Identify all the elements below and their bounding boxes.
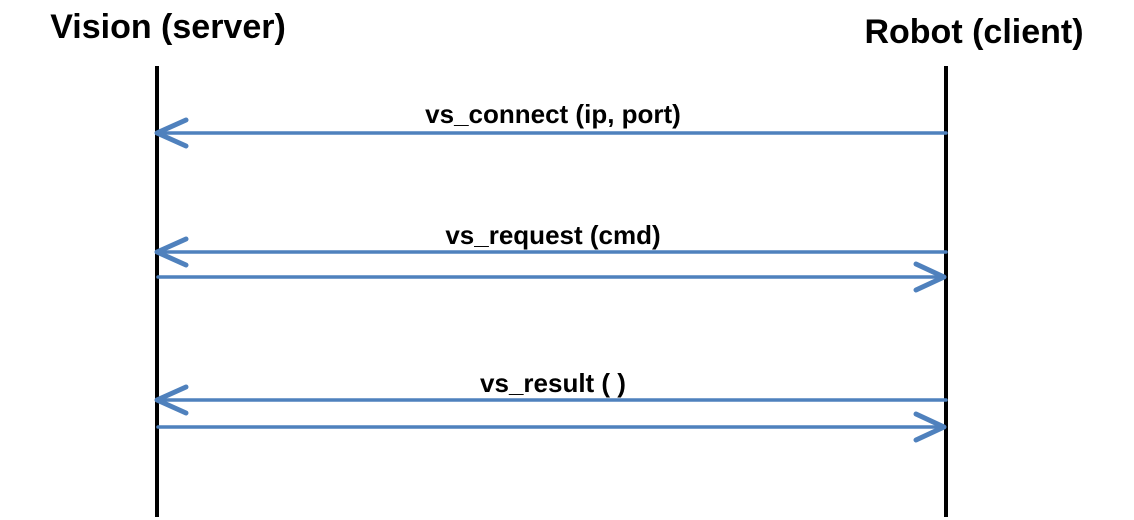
actor-label-vision-server: Vision (server) xyxy=(50,8,286,46)
message-label-vs-result: vs_result ( ) xyxy=(480,368,626,398)
actor-label-robot-client: Robot (client) xyxy=(864,13,1084,51)
message-label-vs-connect: vs_connect (ip, port) xyxy=(425,99,681,129)
arrowhead-left-vs-connect xyxy=(154,117,189,149)
arrowhead-right-vs-request-return xyxy=(913,261,947,293)
arrowhead-left-vs-request xyxy=(154,236,189,268)
arrowhead-left-vs-result xyxy=(154,384,189,416)
message-label-vs-request: vs_request (cmd) xyxy=(445,220,661,250)
arrowhead-right-vs-result-return xyxy=(913,411,947,443)
